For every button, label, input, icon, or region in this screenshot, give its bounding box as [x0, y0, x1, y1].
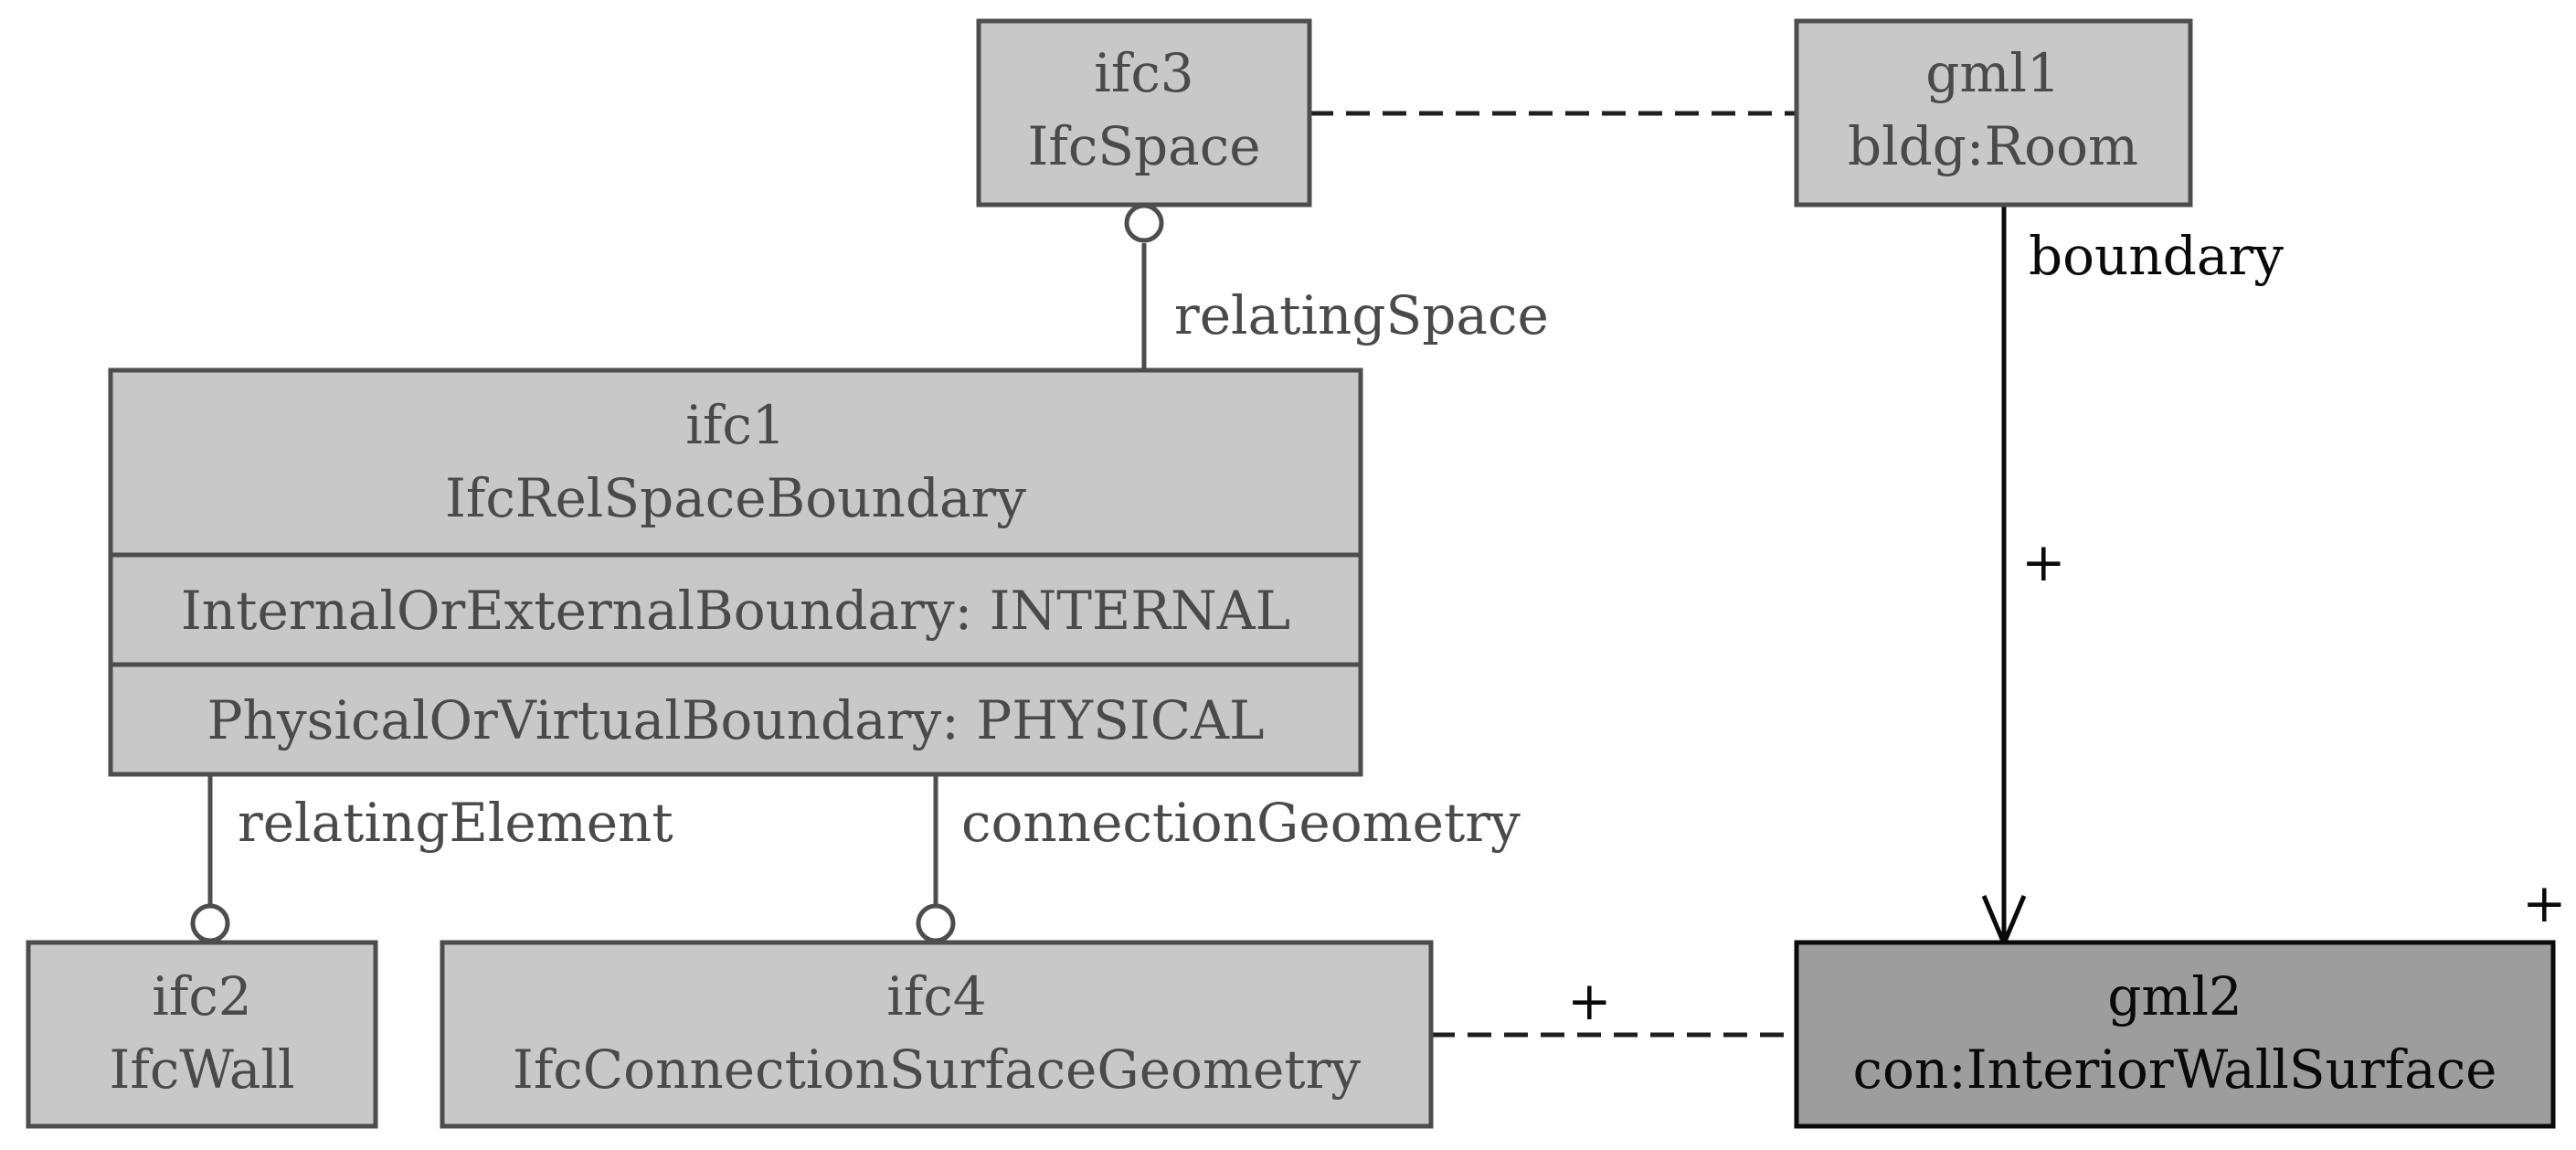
node-ifc3[interactable]: ifc3 IfcSpace	[976, 18, 1312, 208]
label-boundary: boundary	[2029, 225, 2284, 287]
node-gml2[interactable]: gml2 con:InteriorWallSurface	[1794, 940, 2556, 1129]
label-connection-geometry: connectionGeometry	[961, 792, 1521, 854]
node-ifc1-box	[108, 367, 1363, 777]
node-gml1-id: gml1	[1925, 42, 2061, 104]
node-ifc2[interactable]: ifc2 IfcWall	[26, 940, 378, 1129]
node-gml2-id: gml2	[2107, 965, 2242, 1028]
node-ifc3-type: IfcSpace	[1027, 115, 1260, 177]
node-ifc4[interactable]: ifc4 IfcConnectionSurfaceGeometry	[440, 940, 1434, 1129]
node-ifc2-type: IfcWall	[109, 1038, 294, 1101]
node-gml2-box	[1794, 940, 2556, 1129]
node-ifc1-id: ifc1	[685, 394, 785, 456]
node-gml1-box	[1794, 18, 2193, 208]
label-relating-element: relatingElement	[238, 792, 673, 854]
node-ifc3-id: ifc3	[1094, 42, 1193, 104]
node-ifc3-box	[976, 18, 1312, 208]
label-boundary-multiplicity: +	[2021, 531, 2066, 593]
link-ifc1-ifc4-end	[916, 903, 956, 943]
label-ifc4-gml2-multiplicity: +	[1567, 970, 1612, 1032]
node-ifc4-box	[440, 940, 1434, 1129]
node-ifc4-id: ifc4	[886, 965, 986, 1028]
link-ifc1-ifc2-end	[190, 903, 230, 943]
node-ifc2-box	[26, 940, 378, 1129]
node-ifc1-attr-internal-external: InternalOrExternalBoundary: INTERNAL	[181, 580, 1290, 642]
node-ifc1-type: IfcRelSpaceBoundary	[445, 467, 1026, 529]
node-ifc1-attr-physical-virtual: PhysicalOrVirtualBoundary: PHYSICAL	[207, 689, 1264, 751]
node-ifc2-id: ifc2	[152, 965, 251, 1028]
label-relating-space: relatingSpace	[1174, 284, 1549, 346]
node-gml1[interactable]: gml1 bldg:Room	[1794, 18, 2193, 208]
node-ifc4-type: IfcConnectionSurfaceGeometry	[513, 1038, 1361, 1101]
node-gml2-type: con:InteriorWallSurface	[1852, 1038, 2496, 1101]
label-gml2-multiplicity: +	[2522, 872, 2567, 934]
node-gml1-type: bldg:Room	[1848, 115, 2138, 177]
node-ifc1[interactable]: ifc1 IfcRelSpaceBoundary InternalOrExter…	[108, 367, 1363, 777]
link-ifc1-ifc3-end	[1124, 203, 1164, 243]
